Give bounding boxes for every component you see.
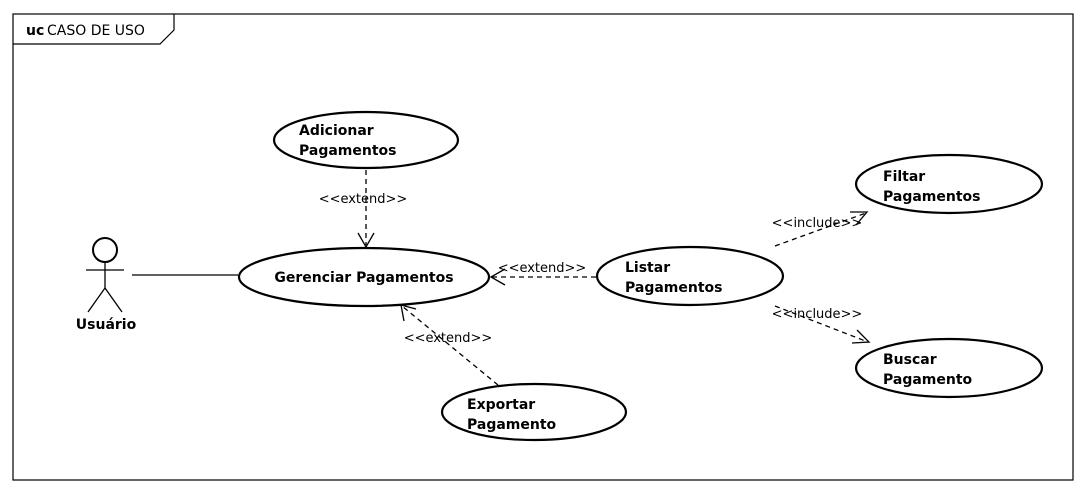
use-case-ellipse — [440, 382, 628, 442]
include-filtrar-arrowhead — [850, 211, 869, 226]
use-case-adicionar-pagamentos[interactable]: Adicionar Pagamentos — [272, 110, 460, 170]
use-case-ellipse — [272, 110, 460, 170]
actor-usuario[interactable]: Usuário — [76, 237, 137, 333]
use-case-label-line1: Filtar — [883, 169, 925, 185]
frame-tab — [13, 14, 175, 45]
actor-left-leg — [87, 287, 106, 313]
extend-exportar-label: <<extend>> — [404, 331, 493, 346]
extend-listar-arrowhead — [489, 268, 506, 286]
actor-head — [92, 237, 118, 263]
use-case-label-line1: Adicionar — [299, 123, 374, 139]
include-buscar-arrowhead — [851, 329, 871, 344]
use-case-label-line1: Exportar — [467, 397, 535, 413]
use-case-label-line1: Buscar — [883, 352, 937, 368]
use-case-gerenciar-pagamentos[interactable]: Gerenciar Pagamentos — [237, 246, 491, 308]
use-case-filtar-pagamentos[interactable]: Filtar Pagamentos — [854, 153, 1044, 215]
use-case-ellipse — [854, 337, 1044, 399]
use-case-label-line2: Pagamentos — [299, 143, 397, 159]
include-buscar-label: <<include>> — [772, 307, 863, 322]
actor-name: Usuário — [76, 317, 137, 333]
include-filtrar-label: <<include>> — [772, 216, 863, 231]
use-case-label-line1: Listar — [625, 260, 670, 276]
use-case-label: Gerenciar Pagamentos — [274, 270, 453, 286]
include-buscar-line — [774, 305, 869, 343]
use-case-ellipse — [854, 153, 1044, 215]
extend-exportar-line — [401, 305, 499, 386]
use-case-ellipse — [237, 246, 491, 308]
actor-right-leg — [104, 287, 123, 313]
use-case-label-line2: Pagamento — [883, 372, 973, 388]
use-case-exportar-pagamento[interactable]: Exportar Pagamento — [440, 382, 628, 442]
use-case-listar-pagamentos[interactable]: Listar Pagamentos — [595, 245, 785, 307]
use-case-ellipse — [595, 245, 785, 307]
frame-name: CASO DE USO — [47, 23, 145, 39]
use-case-buscar-pagamento[interactable]: Buscar Pagamento — [854, 337, 1044, 399]
extend-adicionar-label: <<extend>> — [319, 192, 408, 207]
use-case-label-line2: Pagamento — [467, 417, 557, 433]
use-case-label-line2: Pagamentos — [883, 189, 981, 205]
extend-listar-label: <<extend>> — [498, 261, 587, 276]
include-filtrar-line — [774, 212, 867, 247]
use-case-label-line2: Pagamentos — [625, 280, 723, 296]
frame-keyword: uc — [26, 23, 44, 39]
